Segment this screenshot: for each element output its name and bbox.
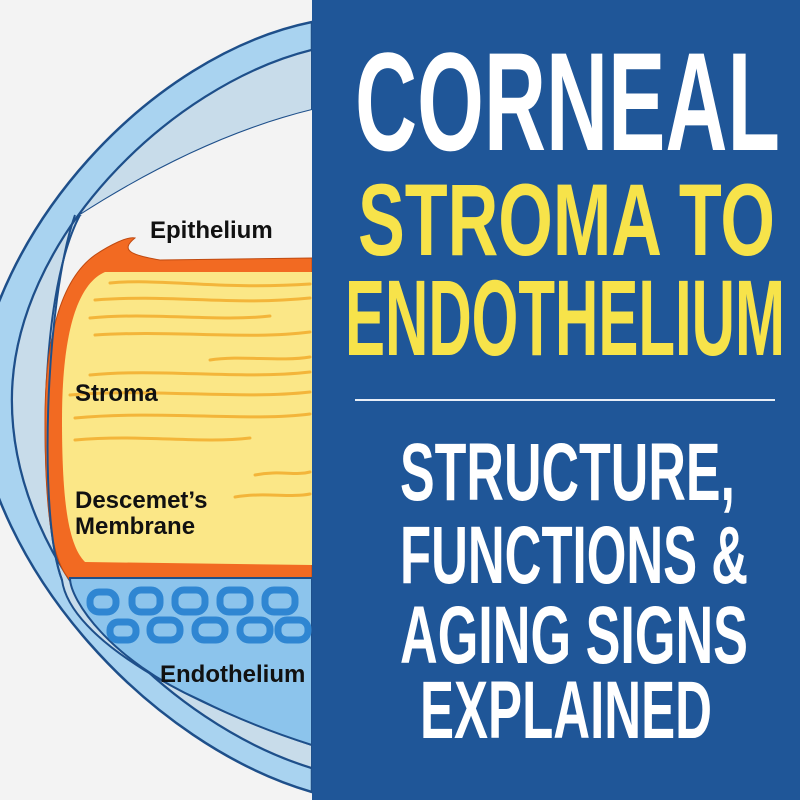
title-text: CORNEAL STROMA TO ENDOTHELIUM STRUCTURE,… — [345, 23, 785, 756]
subtitle-line-2: FUNCTIONS & — [400, 510, 748, 601]
label-membrane: Membrane — [75, 513, 196, 540]
label-epithelium: Epithelium — [150, 217, 273, 244]
epithelium-region — [80, 110, 312, 215]
label-stroma: Stroma — [75, 380, 158, 407]
endothelial-cells — [86, 586, 312, 644]
title-panel: CORNEAL STROMA TO ENDOTHELIUM STRUCTURE,… — [312, 0, 800, 800]
stroma-fibers — [68, 280, 312, 499]
subtitle-line-3: AGING SIGNS — [400, 590, 748, 681]
cornea-diagram — [0, 20, 312, 794]
label-descemet: Descemet’s — [75, 487, 208, 514]
title-line-3: ENDOTHELIUM — [345, 257, 785, 378]
title-line-1: CORNEAL — [355, 23, 780, 180]
inner-edge — [46, 214, 76, 581]
stroma-layer — [62, 272, 312, 565]
label-endothelium: Endothelium — [160, 661, 306, 688]
subtitle-line-1: STRUCTURE, — [400, 427, 735, 518]
title-line-2: STROMA TO — [358, 163, 775, 277]
divider — [355, 399, 775, 401]
subtitle-line-4: EXPLAINED — [420, 665, 712, 756]
